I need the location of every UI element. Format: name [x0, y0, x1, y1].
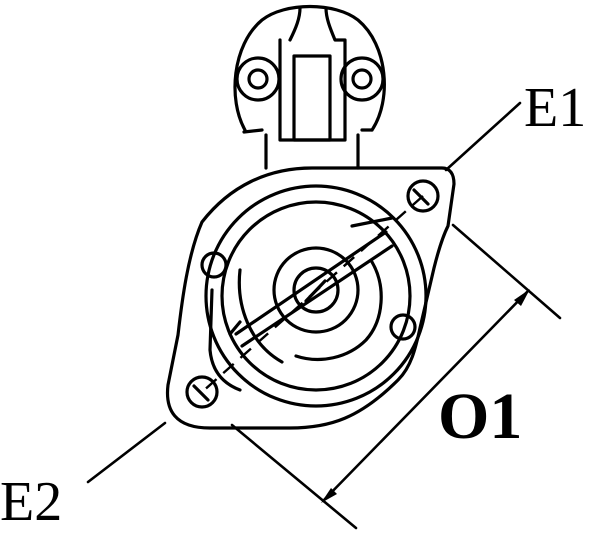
- bolt-hole-e1: [406, 179, 440, 213]
- leader-e1: [444, 101, 522, 172]
- drive-housing-right: [294, 260, 383, 362]
- center-band-upper: [228, 216, 394, 336]
- terminal-block-inner: [292, 54, 332, 142]
- housing-outer-ring: [204, 184, 428, 408]
- bolt-centerline: [201, 195, 424, 393]
- solenoid-head: [233, 5, 386, 170]
- dimension-arrow-top: [514, 289, 530, 306]
- solenoid-outline: [233, 5, 386, 132]
- dimension-line-o1: [322, 290, 529, 502]
- solenoid-right-ear: [339, 56, 385, 102]
- extension-line-bottom: [230, 423, 358, 530]
- leader-e2: [86, 421, 167, 484]
- terminal-block-outer: [278, 6, 347, 142]
- solenoid-right-hole: [351, 68, 373, 90]
- solenoid-left-hole: [247, 68, 269, 90]
- housing-middle-ring: [220, 200, 412, 392]
- shaft-outer: [272, 246, 360, 334]
- mounting-flange: [165, 166, 456, 430]
- solenoid-left-ear: [235, 56, 281, 102]
- center-band-lower: [240, 244, 394, 348]
- label-e1: E1: [524, 77, 586, 139]
- housing-hole-right: [389, 313, 417, 341]
- extension-line-top: [451, 223, 562, 320]
- drive-housing-left: [208, 268, 284, 392]
- bolt-hole-e2: [185, 375, 219, 409]
- shaft-inner: [292, 266, 340, 314]
- dimension-arrow-bottom: [321, 488, 337, 503]
- solenoid-neck: [242, 128, 374, 170]
- bolt-hole-e2-mark: [192, 384, 210, 402]
- label-e2: E2: [0, 471, 62, 533]
- housing-hole-left: [200, 251, 228, 279]
- label-o1: O1: [438, 380, 522, 453]
